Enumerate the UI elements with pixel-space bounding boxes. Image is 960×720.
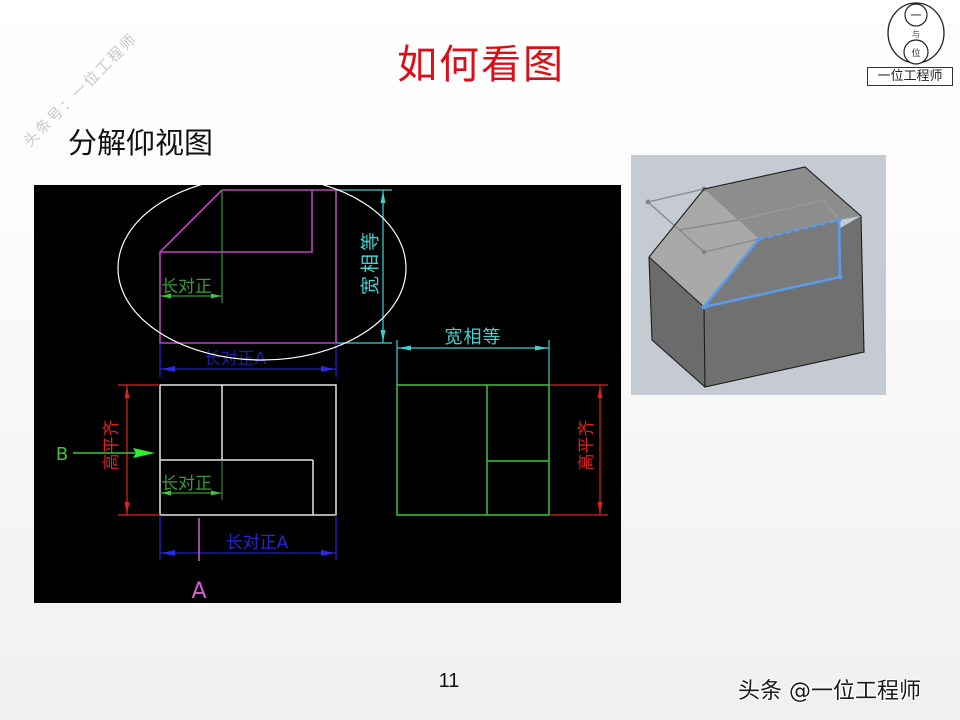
highlight-ellipse (117, 185, 407, 361)
logo-emblem-icon: 一 与 位 (887, 2, 945, 65)
logo-label: 一位工程师 (867, 67, 953, 86)
section-marker: A (191, 518, 207, 603)
front-view (159, 384, 337, 516)
side-width-label: 宽相等 (445, 327, 502, 348)
page-number: 11 (438, 670, 460, 692)
front-height-label: 高平齐 (102, 420, 122, 471)
slide-subtitle: 分解仰视图 (68, 126, 214, 160)
arrow-right-icon (133, 448, 155, 458)
front-height-dimension: 高平齐 (102, 384, 160, 516)
model-roof-slope (649, 189, 759, 307)
side-view (396, 384, 550, 516)
side-height-label: 高平齐 (577, 420, 597, 471)
side-width-dimension: 宽相等 (396, 327, 550, 385)
view-direction-arrow: B (56, 444, 155, 465)
model-sketch-lines (645, 186, 840, 255)
3d-model-render (645, 166, 865, 388)
side-view-outline (396, 384, 550, 516)
front-view-outline (159, 384, 337, 516)
brand-logo: 一 与 位 一位工程师 (864, 0, 956, 90)
top-view-inner-edge (160, 190, 313, 253)
logo-bottom-char: 位 (911, 47, 920, 59)
top-view (159, 189, 337, 344)
view-arrow-label: B (56, 444, 68, 465)
top-inner-length-dimension: 长对正 (160, 277, 222, 299)
top-view-outline (159, 189, 337, 344)
side-height-dimension: 高平齐 (549, 384, 608, 516)
model-top-face (704, 167, 861, 239)
top-width-label: 宽相等 (360, 229, 382, 295)
model-highlight-edge (701, 217, 843, 310)
section-label: A (191, 579, 206, 603)
front-length-dimension: 长对正A (159, 515, 337, 560)
front-length-label: 长对正A (226, 533, 289, 553)
front-inner-length-label: 长对正 (161, 474, 212, 494)
front-inner-length-dimension: 长对正 (160, 460, 223, 500)
cad-drawing: 长对正 宽相等 长对正A (34, 185, 621, 603)
model-recessed-face (704, 220, 840, 307)
3d-model-view (631, 155, 886, 395)
logo-top-char: 一 (911, 9, 922, 22)
footer-credit: 头条 @一位工程师 (738, 679, 921, 704)
slide-title: 如何看图 (397, 42, 565, 88)
top-width-dimension: 宽相等 (336, 189, 392, 344)
top-inner-length-label: 长对正 (161, 277, 212, 297)
model-left-face (649, 257, 705, 387)
three-view-drawing: 长对正 宽相等 长对正A (56, 185, 608, 603)
logo-middle-char: 与 (912, 30, 920, 39)
model-edges (648, 166, 865, 388)
